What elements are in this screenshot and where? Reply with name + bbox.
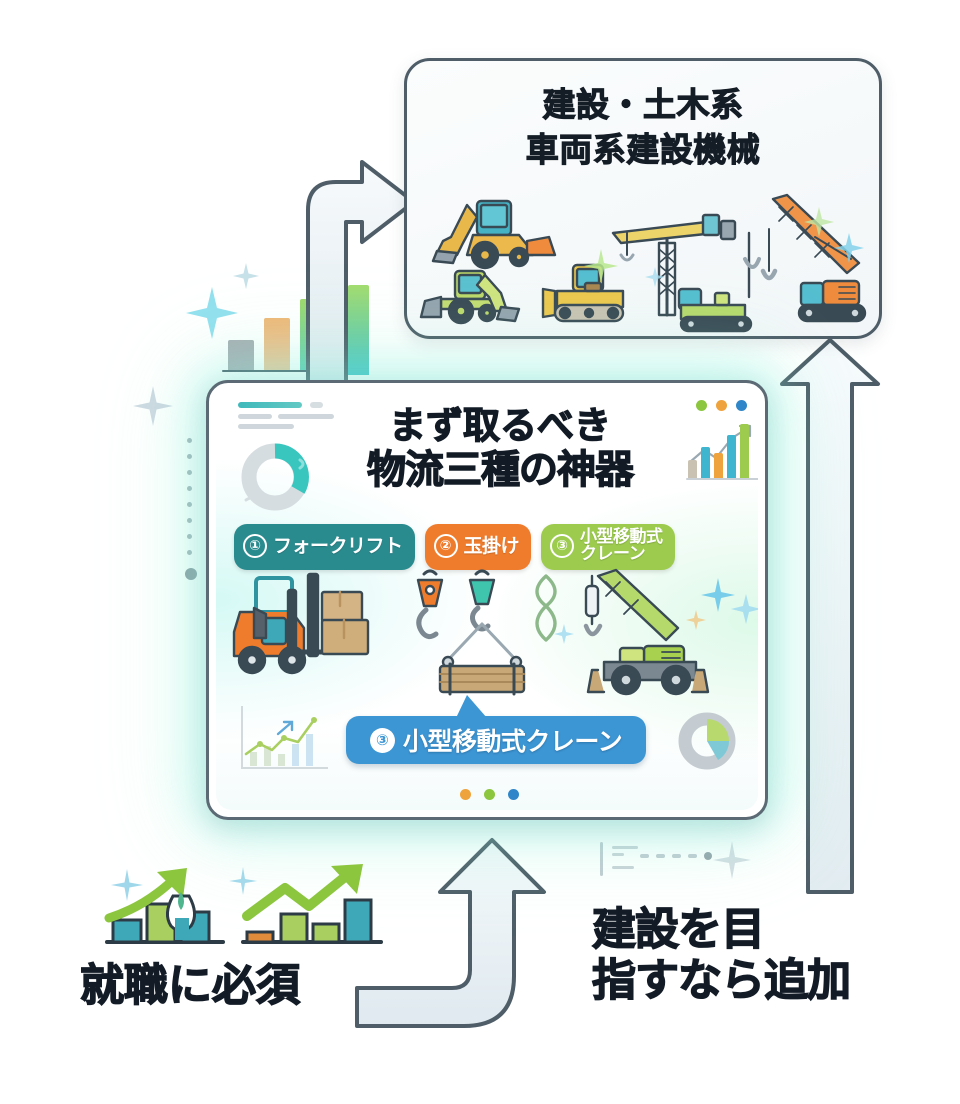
bar-3 — [714, 453, 723, 478]
caption-bottom-right: 建設を目 指すなら追加 — [591, 903, 851, 1007]
top-card-title-line2: 車両系建設機械 — [525, 129, 761, 169]
donut-chart-left-icon — [236, 438, 314, 521]
dot-blue — [508, 789, 519, 800]
sparkle-icon — [712, 840, 752, 880]
main-card-title-line2: 物流三種の神器 — [366, 447, 634, 493]
badge-number-3: ③ — [550, 534, 575, 559]
badge-label-forklift: フォークリフト — [273, 534, 403, 557]
logistics-three-licenses-card[interactable]: まず取るべき 物流三種の神器 ① フォークリフト ② 玉掛け ③ 小型移動式 ク — [206, 380, 768, 820]
caption-bottom-left: 就職に必須 — [79, 959, 300, 1011]
badge-number-2: ② — [433, 534, 458, 559]
license-badges-row: ① フォークリフト ② 玉掛け ③ 小型移動式 クレーン — [234, 524, 758, 570]
backhoe-loader-yellow — [431, 199, 557, 270]
badge-label-mobile-crane: 小型移動式 クレーン — [580, 527, 663, 565]
callout-label: 小型移動式クレーン — [402, 727, 623, 756]
callout-tail — [456, 695, 487, 718]
mobile-crane-callout[interactable]: ③ 小型移動式クレーン — [346, 695, 646, 764]
sparkle-icon — [132, 385, 174, 427]
dot-orange — [460, 789, 471, 800]
decorative-dashed-line — [640, 852, 712, 860]
header-skeleton-lines — [238, 402, 358, 436]
line-chart-widget — [238, 704, 330, 772]
decorative-dotted-line — [185, 438, 197, 588]
bar-2 — [264, 318, 290, 370]
caption-bottom-right-line1: 建設を目 — [591, 903, 765, 955]
callout-number: ③ — [369, 727, 395, 753]
mobile-crane-orange — [760, 193, 867, 323]
top-card-title: 建設・土木系 車両系建設機械 — [407, 83, 879, 172]
badge-slinging[interactable]: ② 玉掛け — [424, 524, 532, 570]
construction-category-card[interactable]: 建設・土木系 車両系建設機械 — [404, 58, 882, 339]
tower-crane-yellow — [611, 213, 737, 317]
dot-green — [696, 400, 707, 411]
badge-label-slinging: 玉掛け — [463, 534, 520, 557]
header-status-dots — [696, 400, 747, 411]
main-card-title: まず取るべき 物流三種の神器 — [326, 403, 674, 494]
pagination-dots[interactable] — [460, 789, 519, 800]
bar-1 — [688, 460, 697, 478]
bulldozer-yellow — [541, 263, 625, 323]
arrow-from-bottom-right — [770, 336, 890, 896]
top-card-title-line1: 建設・土木系 — [542, 84, 744, 124]
badge-label-line2: クレーン — [580, 544, 646, 565]
badge-number-1: ① — [243, 534, 267, 559]
background-bar-chart — [222, 299, 332, 372]
badge-label-line1: 小型移動式 — [580, 527, 663, 547]
badge-mobile-crane[interactable]: ③ 小型移動式 クレーン — [541, 524, 675, 570]
accent-gradient-bar — [348, 285, 369, 375]
donut-chart-right-icon — [674, 708, 740, 779]
bar-1 — [228, 340, 254, 370]
rough-terrain-mobile-crane — [583, 568, 710, 696]
dot-green — [484, 789, 495, 800]
bar-4 — [727, 435, 736, 478]
growth-chart-icons — [95, 862, 395, 957]
dot-blue — [736, 400, 747, 411]
chart-axis — [222, 369, 330, 372]
backhoe-loader-green — [419, 269, 521, 325]
caption-bottom-right-line2: 指すなら追加 — [591, 954, 851, 1007]
bar-2 — [701, 447, 710, 478]
forklift-with-boxes — [232, 572, 370, 675]
lifting-hooks-and-slings — [416, 569, 557, 696]
bar-5 — [740, 424, 749, 478]
construction-machines-illustration — [415, 193, 877, 336]
sparkle-icon — [232, 262, 260, 290]
sparkle-icon — [790, 490, 816, 516]
crawler-crane-green — [677, 231, 761, 333]
bar-3 — [300, 299, 326, 370]
header-bar-chart — [684, 420, 758, 482]
equipment-illustration-strip — [226, 568, 758, 703]
main-card-title-line1: まず取るべき — [388, 403, 611, 447]
dot-orange — [716, 400, 727, 411]
badge-forklift[interactable]: ① フォークリフト — [234, 524, 415, 570]
